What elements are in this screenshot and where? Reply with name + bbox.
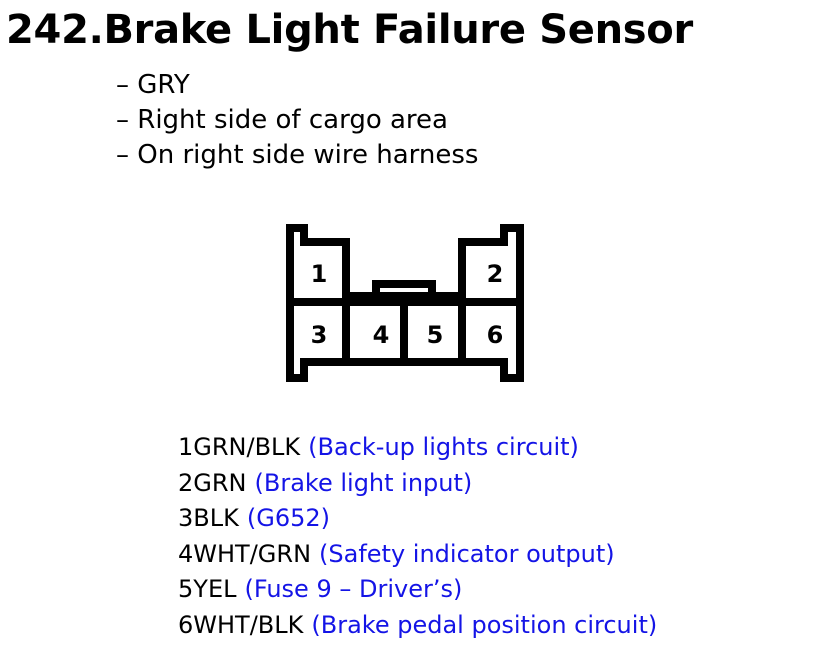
pin-description: (Safety indicator output) [319,539,615,568]
pinout-row: 2GRN(Brake light input) [178,466,657,502]
pin-description: (Brake light input) [254,468,473,497]
pin-description: (Brake pedal position circuit) [311,610,658,639]
pin-number: 5 [178,575,194,604]
wire-color: BLK [193,504,239,533]
pinout-row: 3BLK(G652) [178,501,657,537]
pin-number: 1 [178,433,194,461]
pinout-row: 4WHT/GRN(Safety indicator output) [178,537,657,573]
pinout-list: 1GRN/BLK(Back-up lights circuit) 2GRN(Br… [178,430,657,644]
wire-color: GRN [193,468,247,497]
wire-color: WHT/GRN [193,539,312,568]
pin-description: (G652) [246,504,330,533]
pin-number: 3 [178,504,194,533]
pinout-row: 6WHT/BLK(Brake pedal position circuit) [178,608,657,644]
note-location: – Right side of cargo area [116,105,448,135]
locking-tab [372,280,436,302]
pin-number: 4 [178,539,194,568]
wire-color: GRN/BLK [193,433,301,461]
wire-color: YEL [193,575,237,604]
connector-diagram: 1 2 3 4 5 6 [286,224,524,382]
cavity-label-1: 1 [311,260,328,288]
connector-notes: – GRY – Right side of cargo area – On ri… [116,68,478,173]
note-harness: – On right side wire harness [116,140,479,170]
pinout-row: 5YEL(Fuse 9 – Driver’s) [178,572,657,608]
pin-description: (Back-up lights circuit) [308,433,579,461]
cavity-label-5: 5 [427,321,444,349]
cavity-label-2: 2 [487,260,504,288]
cavity-label-3: 3 [311,321,328,349]
cavity-label-6: 6 [487,321,504,349]
wire-color: WHT/BLK [193,610,304,639]
note-color: – GRY [116,70,190,100]
page-title: 242.Brake Light Failure Sensor [6,7,693,53]
cavity-label-4: 4 [373,321,390,349]
pinout-row: 1GRN/BLK(Back-up lights circuit) [178,430,657,466]
connector-housing [286,224,524,382]
pin-number: 2 [178,468,194,497]
pin-description: (Fuse 9 – Driver’s) [244,575,463,604]
pin-number: 6 [178,610,194,639]
